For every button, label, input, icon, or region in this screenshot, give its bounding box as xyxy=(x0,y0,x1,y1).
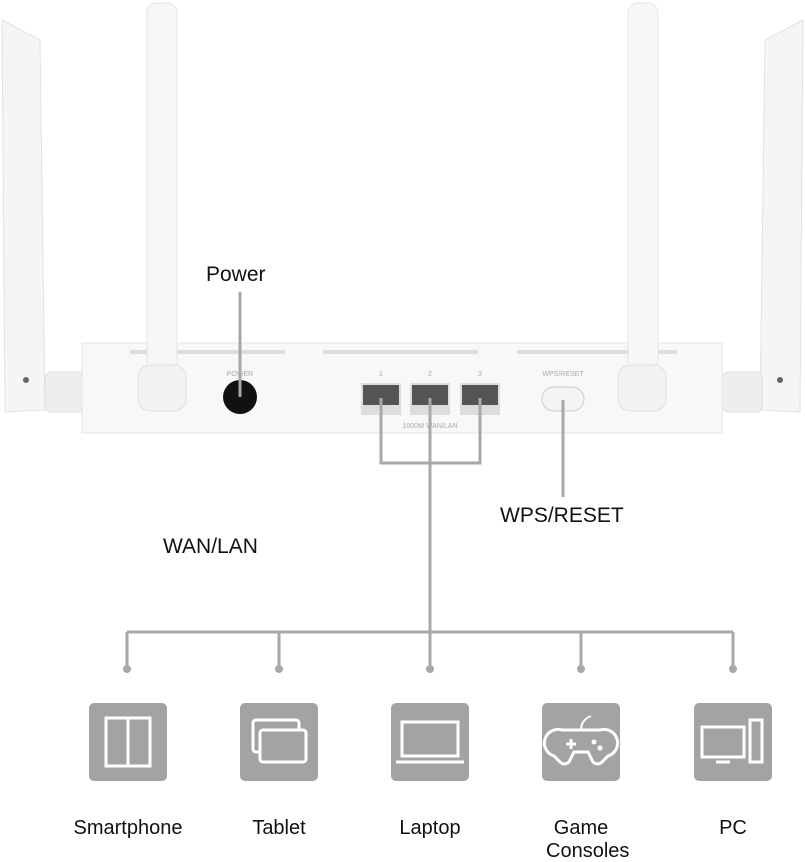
device-label-pc: PC xyxy=(719,817,747,839)
wps-port-label: WPS/RESET xyxy=(542,371,584,378)
pc-icon xyxy=(694,703,772,781)
antenna-right-outer xyxy=(721,19,804,413)
device-label-game-consoles: Game Consoles xyxy=(546,817,630,862)
smartphone-icon xyxy=(89,703,167,781)
wan-lan-callout: WAN/LAN xyxy=(163,535,258,558)
tablet-icon xyxy=(240,703,318,781)
device-label-smartphone: Smartphone xyxy=(73,817,183,839)
connector-lines xyxy=(125,292,735,668)
gamepad-icon xyxy=(542,703,620,781)
router-body xyxy=(81,342,723,434)
power-callout: Power xyxy=(206,263,266,286)
antenna-left-inner xyxy=(137,2,187,412)
port-1-label: 1 xyxy=(379,371,383,378)
device-label-laptop: Laptop xyxy=(399,817,461,839)
antenna-right-inner xyxy=(617,2,667,412)
device-label-tablet: Tablet xyxy=(252,817,306,839)
port-3-label: 3 xyxy=(478,371,482,378)
wps-reset-callout: WPS/RESET xyxy=(500,504,624,527)
port-2-label: 2 xyxy=(428,371,432,378)
laptop-icon xyxy=(391,703,469,781)
antenna-left-outer xyxy=(1,19,86,413)
